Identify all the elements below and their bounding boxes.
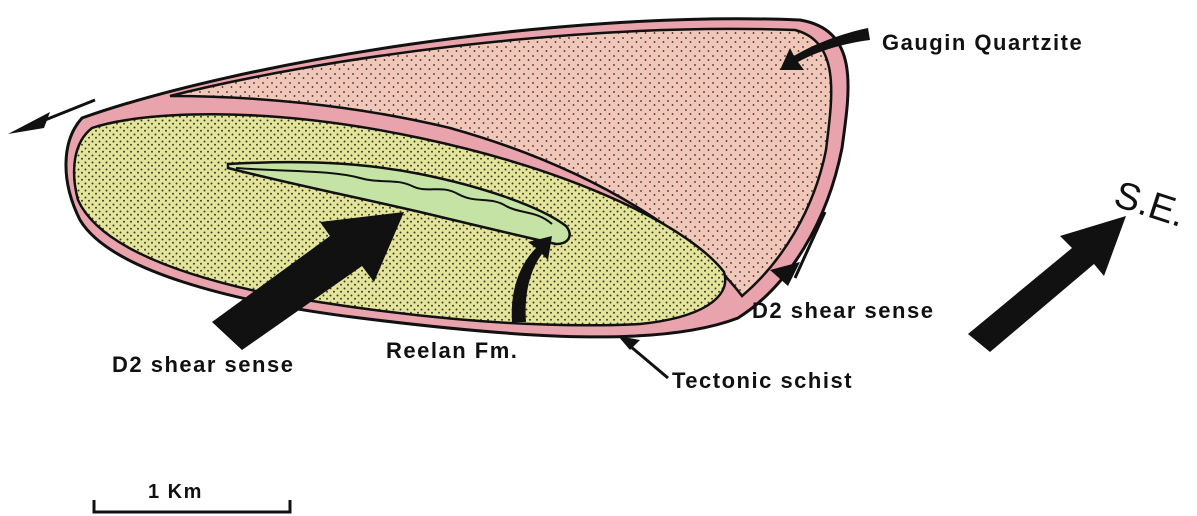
tectonic-schist-pointer-line [630, 346, 668, 378]
gaugin-quartzite-label: Gaugin Quartzite [882, 30, 1083, 55]
reelan-fm-label: Reelan Fm. [386, 338, 518, 363]
d2-shear-sense-left-label: D2 shear sense [112, 352, 294, 377]
arrow-pointer-icon [618, 336, 640, 350]
shear-half-arrow-icon [8, 112, 50, 134]
tectonic-schist-label: Tectonic schist [672, 368, 853, 393]
d2-shear-sense-right-label: D2 shear sense [752, 298, 934, 323]
scale-bar-label: 1 Km [148, 481, 203, 503]
direction-arrow-icon [968, 216, 1126, 352]
